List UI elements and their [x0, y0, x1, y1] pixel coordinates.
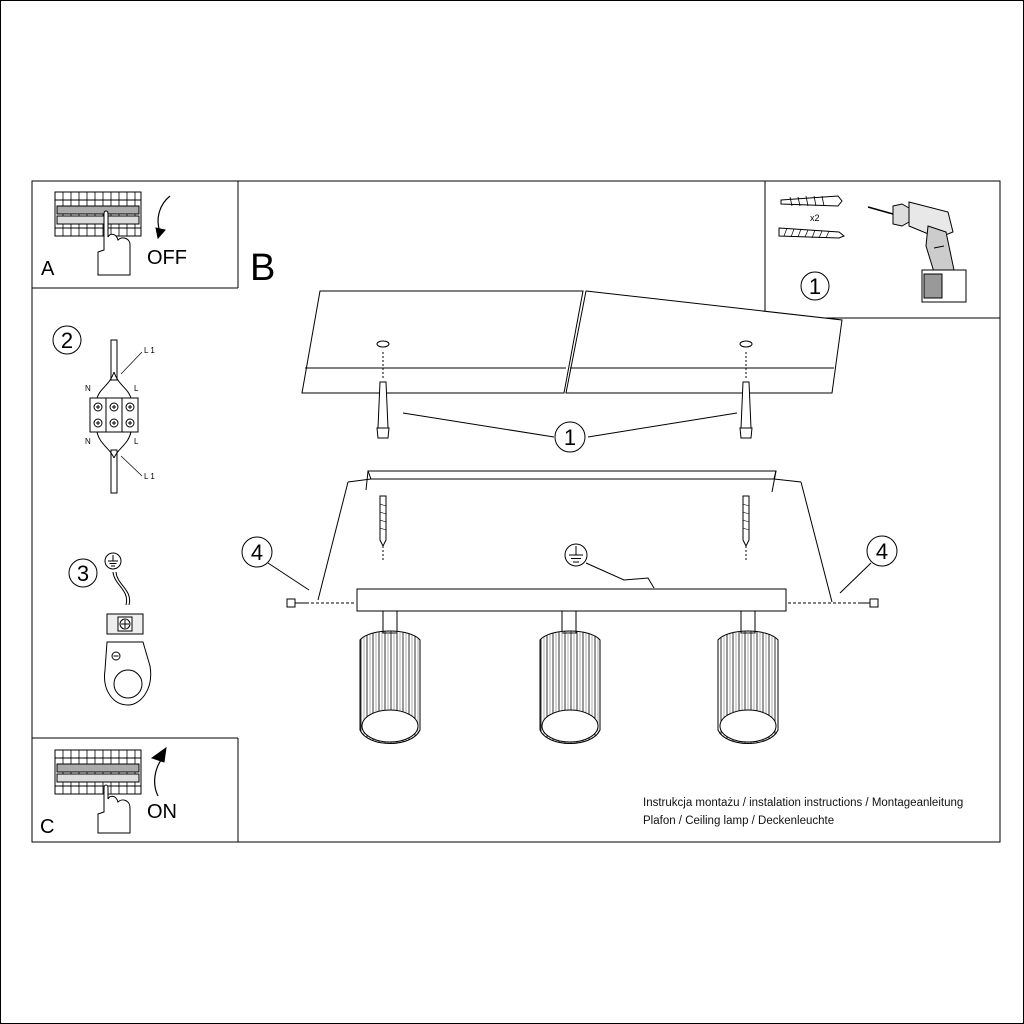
step-1-number: 1 [564, 425, 576, 450]
dowel-quantity: x2 [810, 213, 820, 223]
step-1-number-tools: 1 [809, 274, 821, 299]
side-screw-right [788, 598, 879, 608]
lamp-head-left [359, 610, 421, 744]
caption-instructions: Instrukcja montażu / instalation instruc… [643, 797, 964, 809]
power-on-hand-icon [97, 746, 167, 834]
step-2-number: 2 [61, 328, 73, 353]
panel-c-action: ON [147, 801, 177, 823]
label-n-top: N [85, 384, 91, 393]
panel-c: C ON [40, 746, 177, 838]
screw-icon [778, 227, 845, 239]
label-n-bottom: N [85, 437, 91, 446]
step-2-badge [52, 325, 82, 355]
panel-a-letter: A [41, 258, 55, 280]
mounting-bracket [347, 470, 802, 493]
callout-side-left: 4 [241, 536, 310, 591]
lamp-head-right [717, 610, 779, 744]
drill-icon [867, 201, 967, 303]
ground-symbol-icon-b [564, 543, 655, 589]
wall-plug-icon [780, 195, 843, 207]
panel-c-letter: C [40, 816, 54, 838]
step-4-number-left: 4 [251, 540, 263, 565]
wiring-diagram: 2 L 1 N L N L L 1 [52, 325, 155, 494]
step-4-badge-left [241, 536, 273, 568]
bracket-screws [379, 495, 750, 560]
lamp-head-center [539, 610, 601, 744]
caption-product: Plafon / Ceiling lamp / Deckenleuchte [643, 815, 835, 827]
ground-connection: 3 [68, 552, 152, 706]
label-l-bottom: L [134, 437, 139, 446]
panel-a: A OFF [41, 191, 187, 280]
ceiling-slab [301, 290, 843, 394]
main-frame [31, 180, 1001, 843]
panel-a-action: OFF [147, 247, 187, 269]
step-3-number: 3 [77, 561, 89, 586]
label-l-top: L [134, 384, 139, 393]
canopy-bar [356, 588, 787, 612]
tools-box: x2 1 [778, 195, 967, 303]
step-1-badge [554, 421, 586, 453]
ceiling-dowels [376, 352, 753, 439]
terminal-block-c [54, 749, 142, 795]
step-4-number-right: 4 [876, 539, 888, 564]
power-off-hand-icon [97, 195, 171, 276]
label-l1-bottom: L 1 [144, 472, 155, 481]
side-screw-left [286, 598, 355, 608]
panel-b-letter: B [250, 247, 275, 289]
terminal-block-a [54, 191, 142, 237]
label-l1-top: L 1 [144, 346, 155, 355]
assembly-guides [317, 481, 833, 603]
step-4-badge-right [866, 535, 898, 567]
callout-screws: 1 [402, 412, 738, 453]
ground-symbol-icon [104, 552, 122, 570]
step-3-badge [68, 558, 98, 588]
callout-side-right: 4 [839, 535, 898, 594]
step-1-badge-tools [800, 271, 830, 301]
